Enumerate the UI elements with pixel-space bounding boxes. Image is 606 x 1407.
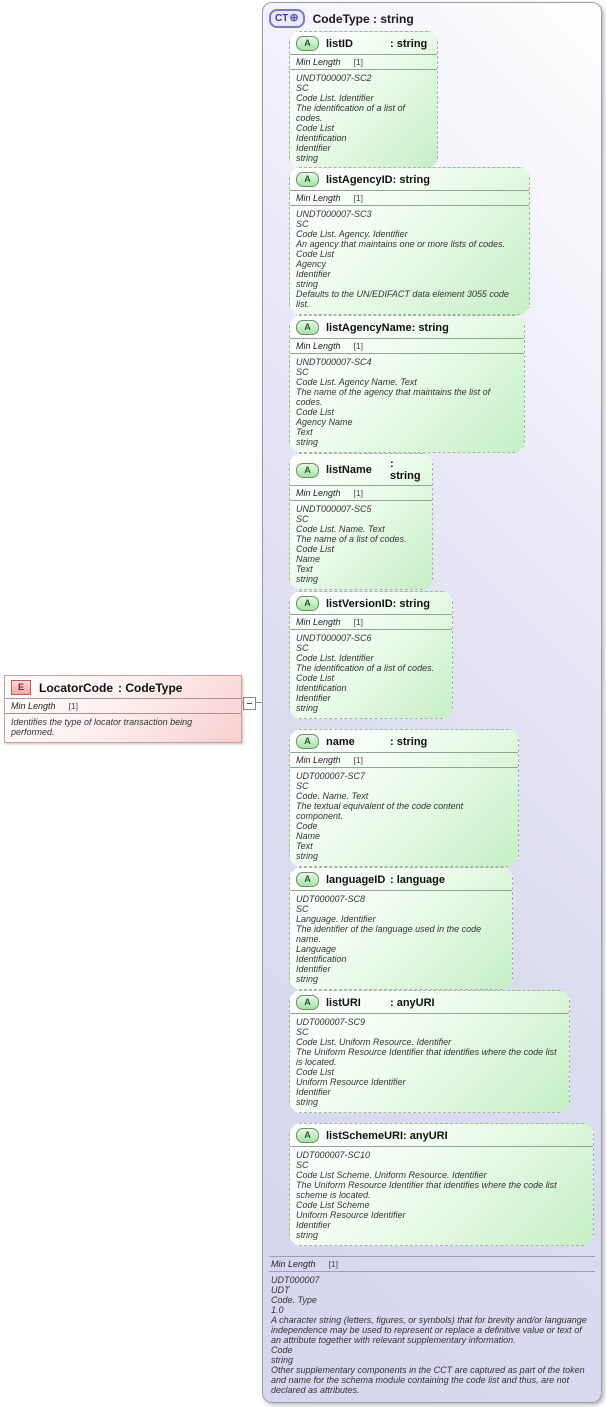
element-icon: E <box>11 680 31 695</box>
attribute-icon: A <box>296 1128 319 1143</box>
facet-row: Min Length [1] <box>290 55 437 70</box>
attribute-title-row: A listID : string <box>290 32 437 55</box>
element-name: LocatorCode <box>39 680 114 695</box>
attribute-icon: A <box>296 36 319 51</box>
attribute-type: : anyURI <box>390 996 435 1009</box>
attribute-icon: A <box>296 596 319 611</box>
attribute-type: : language <box>390 873 446 886</box>
attribute-box-listagencyid[interactable]: A listAgencyID : string Min Length [1] U… <box>289 167 530 315</box>
element-box-locatorcode[interactable]: E LocatorCode : CodeType Min Length [1] … <box>4 675 242 743</box>
facet-name: Min Length <box>296 341 341 351</box>
attribute-box-listname[interactable]: A listName : string Min Length [1] UNDT0… <box>289 453 433 590</box>
element-type: : CodeType <box>118 680 183 695</box>
attribute-name: listAgencyName <box>326 321 412 334</box>
facet-name: Min Length <box>296 57 341 67</box>
attribute-type: : string <box>390 458 421 482</box>
attribute-icon: A <box>296 320 319 335</box>
facet-row: Min Length [1] <box>290 191 529 206</box>
plus-circle-icon: ⊕ <box>289 12 299 24</box>
attribute-box-name[interactable]: A name : string Min Length [1] UDT000007… <box>289 729 519 867</box>
attribute-name: listName <box>326 464 372 476</box>
attribute-doc: UNDT000007-SC6 SC Code List. Identifier … <box>296 633 435 713</box>
attribute-icon: A <box>296 463 319 478</box>
element-title-row: E LocatorCode : CodeType <box>5 676 241 699</box>
attribute-name: listAgencyID <box>326 173 393 186</box>
complextype-doc: UDT000007 UDT Code. Type 1.0 A character… <box>271 1275 587 1395</box>
attribute-doc: UDT000007-SC10 SC Code List Scheme. Unif… <box>296 1150 557 1240</box>
attribute-type: : anyURI <box>403 1129 448 1142</box>
attribute-name: listSchemeURI <box>326 1129 404 1142</box>
facet-row: Min Length [1] <box>290 615 452 630</box>
complextype-header[interactable]: CT⊕ CodeType : string <box>263 3 601 32</box>
collapse-toggle[interactable] <box>243 697 256 710</box>
attribute-title-row: A listName : string <box>290 454 432 486</box>
facet-row: Min Length [1] <box>290 339 524 354</box>
complextype-title: CodeType : string <box>312 11 414 26</box>
complextype-icon-label: CT <box>275 13 289 24</box>
attribute-name: name <box>326 735 355 748</box>
facet-value: [1] <box>353 57 363 67</box>
facet-value: [1] <box>353 755 363 765</box>
attribute-name: listID <box>326 37 353 50</box>
attribute-icon: A <box>296 995 319 1010</box>
facet-value: [1] <box>353 341 363 351</box>
attribute-box-listversionid[interactable]: A listVersionID : string Min Length [1] … <box>289 591 453 719</box>
facet-value: [1] <box>353 193 363 203</box>
attribute-doc: UNDT000007-SC5 SC Code List. Name. Text … <box>296 504 407 584</box>
facet-name: Min Length <box>296 755 341 765</box>
complextype-footer: Min Length [1] UDT000007 UDT Code. Type … <box>269 1256 595 1398</box>
facet-row: Min Length [1] <box>269 1256 595 1272</box>
facet-value: [1] <box>328 1259 338 1269</box>
facet-name: Min Length <box>271 1259 316 1269</box>
attribute-title-row: A listVersionID : string <box>290 592 452 615</box>
facet-name: Min Length <box>296 617 341 627</box>
minus-icon <box>247 703 252 704</box>
attribute-doc: UDT000007-SC9 SC Code List. Uniform Reso… <box>296 1017 557 1107</box>
attribute-title-row: A listAgencyID : string <box>290 168 529 191</box>
attribute-box-languageid[interactable]: A languageID : language UDT000007-SC8 SC… <box>289 867 513 990</box>
attribute-box-listuri[interactable]: A listURI : anyURI UDT000007-SC9 SC Code… <box>289 990 570 1113</box>
attribute-box-listid[interactable]: A listID : string Min Length [1] UNDT000… <box>289 31 438 169</box>
attribute-icon: A <box>296 872 319 887</box>
attribute-box-listagencyname[interactable]: A listAgencyName : string Min Length [1]… <box>289 315 525 453</box>
facet-value: [1] <box>353 617 363 627</box>
attribute-box-listschemeuri[interactable]: A listSchemeURI : anyURI UDT000007-SC10 … <box>289 1123 594 1246</box>
attribute-title-row: A languageID : language <box>290 868 512 891</box>
attribute-doc: UNDT000007-SC4 SC Code List. Agency Name… <box>296 357 491 447</box>
attribute-type: : string <box>390 37 428 50</box>
attribute-type: : string <box>392 597 430 610</box>
attribute-icon: A <box>296 734 319 749</box>
attribute-type: : string <box>390 735 428 748</box>
facet-value: [1] <box>353 488 363 498</box>
attribute-doc: UNDT000007-SC2 SC Code List. Identifier … <box>296 73 406 163</box>
attribute-title-row: A listAgencyName : string <box>290 316 524 339</box>
attribute-doc: UDT000007-SC8 SC Language. Identifier Th… <box>296 894 482 984</box>
facet-row: Min Length [1] <box>5 699 241 714</box>
facet-name: Min Length <box>11 701 56 711</box>
attribute-name: languageID <box>326 873 386 886</box>
attribute-title-row: A name : string <box>290 730 518 753</box>
attribute-icon: A <box>296 172 319 187</box>
attribute-type: : string <box>392 173 430 186</box>
attribute-title-row: A listSchemeURI : anyURI <box>290 1124 593 1147</box>
complextype-icon: CT⊕ <box>269 9 305 28</box>
complextype-box-codetype: CT⊕ CodeType : string A listID : string … <box>262 2 602 1403</box>
attribute-name: listURI <box>326 996 361 1009</box>
facet-row: Min Length [1] <box>290 753 518 768</box>
attribute-name: listVersionID <box>326 597 393 610</box>
facet-row: Min Length [1] <box>290 486 432 501</box>
attribute-type: : string <box>411 321 449 334</box>
facet-name: Min Length <box>296 488 341 498</box>
element-doc: Identifies the type of locator transacti… <box>11 717 193 737</box>
facet-name: Min Length <box>296 193 341 203</box>
attribute-doc: UDT000007-SC7 SC Code. Name. Text The te… <box>296 771 464 861</box>
facet-value: [1] <box>68 701 78 711</box>
attribute-doc: UNDT000007-SC3 SC Code List. Agency. Ide… <box>296 209 509 309</box>
attribute-title-row: A listURI : anyURI <box>290 991 569 1014</box>
